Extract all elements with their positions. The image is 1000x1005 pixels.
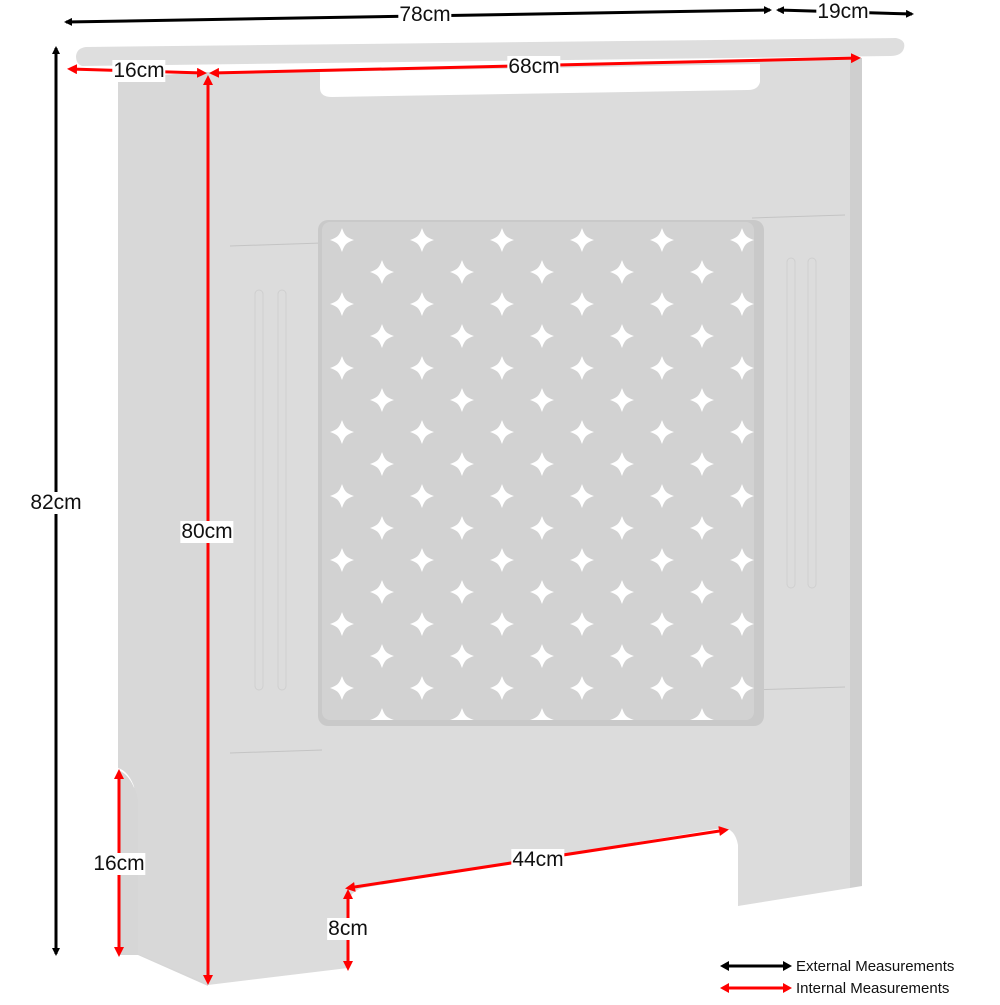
- legend-external-label: External Measurements: [796, 957, 955, 975]
- label-external-width: 78cm: [398, 3, 452, 26]
- grille-cross-pattern: [322, 222, 754, 720]
- legend-internal-label: Internal Measurements: [796, 979, 950, 997]
- label-internal-width: 68cm: [507, 55, 561, 78]
- legend-internal: Internal Measurements: [720, 977, 954, 999]
- red-double-arrow-icon: [720, 983, 792, 993]
- label-opening-width: 44cm: [511, 848, 565, 871]
- right-edge: [850, 58, 862, 888]
- label-external-height: 82cm: [29, 491, 83, 514]
- legend-external: External Measurements: [720, 955, 954, 977]
- label-foot-height: 16cm: [92, 852, 146, 875]
- label-internal-height: 80cm: [180, 520, 234, 543]
- label-internal-side-depth: 16cm: [112, 59, 166, 82]
- legend: External Measurements Internal Measureme…: [720, 955, 954, 999]
- label-external-depth: 19cm: [816, 0, 870, 23]
- black-double-arrow-icon: [720, 961, 792, 971]
- label-opening-height: 8cm: [327, 917, 369, 940]
